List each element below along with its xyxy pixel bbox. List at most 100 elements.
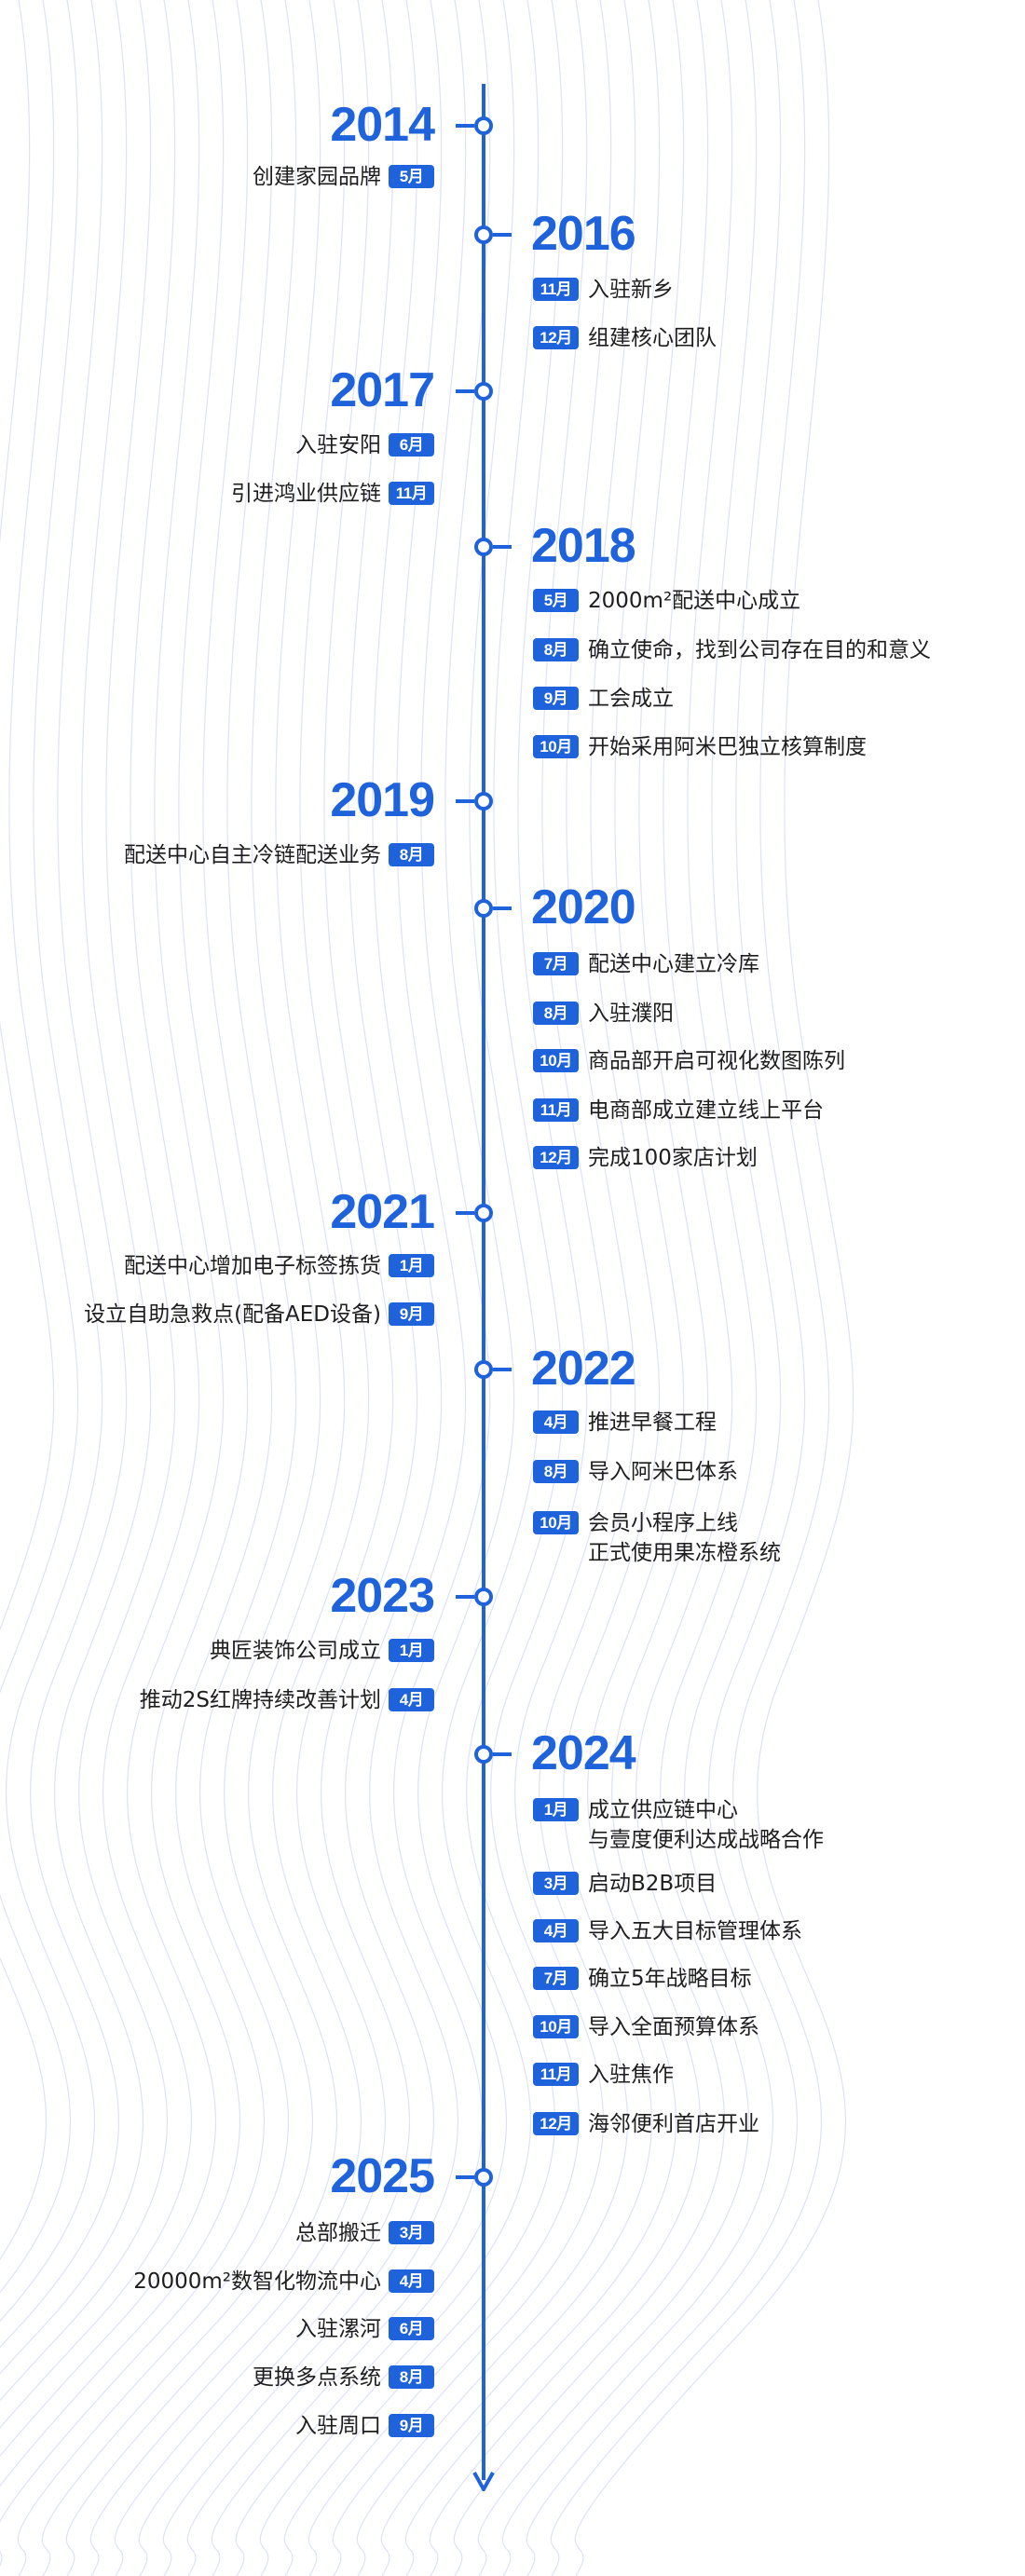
event-text-line: 成立供应链中心 xyxy=(588,1798,738,1822)
event-item: 创建家园品牌 5月 xyxy=(253,162,434,192)
event-item: 设立自助急救点(配备AED设备) 9月 xyxy=(84,1300,434,1329)
event-text: 确立5年战略目标 xyxy=(588,1967,752,1991)
event-text: 配送中心建立冷库 xyxy=(588,952,759,976)
year-label: 2025 xyxy=(330,2149,435,2203)
event-item: 9月 工会成立 xyxy=(533,684,674,714)
month-badge: 8月 xyxy=(533,1460,579,1483)
event-item: 入驻漯河 6月 xyxy=(295,2314,434,2344)
circle-node-icon xyxy=(474,116,493,135)
event-text: 2000m²配送中心成立 xyxy=(588,589,801,613)
month-badge: 5月 xyxy=(389,165,434,188)
circle-node-icon xyxy=(474,1588,493,1606)
node-tick xyxy=(493,906,512,910)
year-label: 2020 xyxy=(531,880,636,934)
year-label: 2022 xyxy=(531,1342,636,1396)
event-item: 4月 导入五大目标管理体系 xyxy=(533,1916,802,1946)
year-label: 2023 xyxy=(330,1569,435,1623)
month-badge: 1月 xyxy=(533,1798,579,1821)
event-item: 4月 推进早餐工程 xyxy=(533,1408,717,1438)
event-item: 12月 完成100家店计划 xyxy=(533,1143,758,1173)
year-label: 2017 xyxy=(330,363,435,417)
event-item: 11月 电商部成立建立线上平台 xyxy=(533,1096,824,1125)
month-badge: 6月 xyxy=(389,2317,434,2340)
event-text: 入驻周口 xyxy=(295,2414,381,2438)
month-badge: 12月 xyxy=(533,2112,579,2135)
month-badge: 12月 xyxy=(533,326,579,349)
node-tick xyxy=(456,2175,474,2179)
event-text: 创建家园品牌 xyxy=(253,165,381,189)
event-text: 导入阿米巴体系 xyxy=(588,1460,738,1484)
event-item: 7月 配送中心建立冷库 xyxy=(533,949,759,979)
event-item: 推动2S红牌持续改善计划 4月 xyxy=(140,1685,434,1715)
month-badge: 8月 xyxy=(533,1002,579,1025)
month-badge: 11月 xyxy=(533,1098,579,1122)
event-item: 12月 组建核心团队 xyxy=(533,323,717,353)
year-label: 2021 xyxy=(330,1185,435,1239)
event-text-line: 与壹度便利达成战略合作 xyxy=(588,1828,824,1852)
event-text: 推动2S红牌持续改善计划 xyxy=(139,1688,381,1712)
node-tick xyxy=(456,124,474,128)
event-text: 入驻安阳 xyxy=(295,433,381,457)
timeline-axis xyxy=(482,84,485,2480)
month-badge: 3月 xyxy=(533,1872,579,1895)
event-item: 配送中心增加电子标签拣货 1月 xyxy=(124,1251,434,1281)
circle-node-icon xyxy=(474,382,493,401)
circle-node-icon xyxy=(474,2168,493,2187)
event-text: 入驻濮阳 xyxy=(588,1002,674,1026)
event-item: 入驻周口 9月 xyxy=(295,2411,434,2441)
node-tick xyxy=(456,799,474,803)
month-badge: 11月 xyxy=(533,278,579,301)
month-badge: 7月 xyxy=(533,1967,579,1990)
month-badge: 8月 xyxy=(533,638,579,661)
event-text-line: 正式使用果冻橙系统 xyxy=(588,1541,781,1565)
node-tick xyxy=(456,389,474,393)
event-item: 10月 会员小程序上线 正式使用果冻橙系统 xyxy=(533,1508,781,1568)
month-badge: 4月 xyxy=(533,1919,579,1942)
month-badge: 6月 xyxy=(389,433,434,457)
event-item: 10月 导入全面预算体系 xyxy=(533,2012,759,2042)
event-item: 10月 商品部开启可视化数图陈列 xyxy=(533,1046,845,1076)
event-text: 确立使命，找到公司存在目的和意义 xyxy=(588,638,931,662)
month-badge: 11月 xyxy=(389,482,434,505)
circle-node-icon xyxy=(474,225,493,244)
year-label: 2018 xyxy=(531,519,636,573)
event-item: 11月 入驻焦作 xyxy=(533,2060,674,2090)
month-badge: 8月 xyxy=(389,2365,434,2389)
event-text: 商品部开启可视化数图陈列 xyxy=(588,1049,845,1073)
event-text-multiline: 会员小程序上线 正式使用果冻橙系统 xyxy=(588,1508,781,1568)
event-text: 配送中心增加电子标签拣货 xyxy=(124,1254,381,1278)
event-item: 20000m²数智化物流中心 4月 xyxy=(133,2267,434,2297)
month-badge: 1月 xyxy=(389,1639,434,1662)
node-tick xyxy=(493,233,512,237)
event-text: 海邻便利首店开业 xyxy=(588,2112,759,2136)
year-label: 2014 xyxy=(330,98,435,152)
event-text: 导入五大目标管理体系 xyxy=(588,1919,802,1943)
event-text: 更换多点系统 xyxy=(253,2365,381,2390)
event-item: 总部搬迁 3月 xyxy=(295,2218,434,2248)
event-text: 完成100家店计划 xyxy=(588,1146,758,1170)
circle-node-icon xyxy=(474,538,493,556)
event-item: 1月 成立供应链中心 与壹度便利达成战略合作 xyxy=(533,1795,824,1855)
event-text: 组建核心团队 xyxy=(588,326,717,350)
event-text: 配送中心自主冷链配送业务 xyxy=(124,843,381,867)
month-badge: 8月 xyxy=(389,843,434,866)
event-text: 推进早餐工程 xyxy=(588,1411,717,1435)
year-label: 2016 xyxy=(531,207,636,261)
month-badge: 9月 xyxy=(533,687,579,710)
event-item: 5月 2000m²配送中心成立 xyxy=(533,586,800,616)
year-label: 2024 xyxy=(531,1726,636,1780)
month-badge: 9月 xyxy=(389,1302,434,1326)
event-text: 总部搬迁 xyxy=(295,2221,381,2245)
event-text: 设立自助急救点(配备AED设备) xyxy=(84,1302,381,1327)
month-badge: 1月 xyxy=(389,1254,434,1277)
event-item: 更换多点系统 8月 xyxy=(253,2363,434,2392)
circle-node-icon xyxy=(474,1204,493,1222)
node-tick xyxy=(493,1368,512,1371)
event-text-line: 会员小程序上线 xyxy=(588,1511,738,1535)
event-item: 7月 确立5年战略目标 xyxy=(533,1964,752,1994)
year-label: 2019 xyxy=(330,773,435,827)
node-tick xyxy=(456,1595,474,1599)
event-item: 典匠装饰公司成立 1月 xyxy=(210,1636,434,1666)
event-item: 3月 启动B2B项目 xyxy=(533,1869,717,1899)
